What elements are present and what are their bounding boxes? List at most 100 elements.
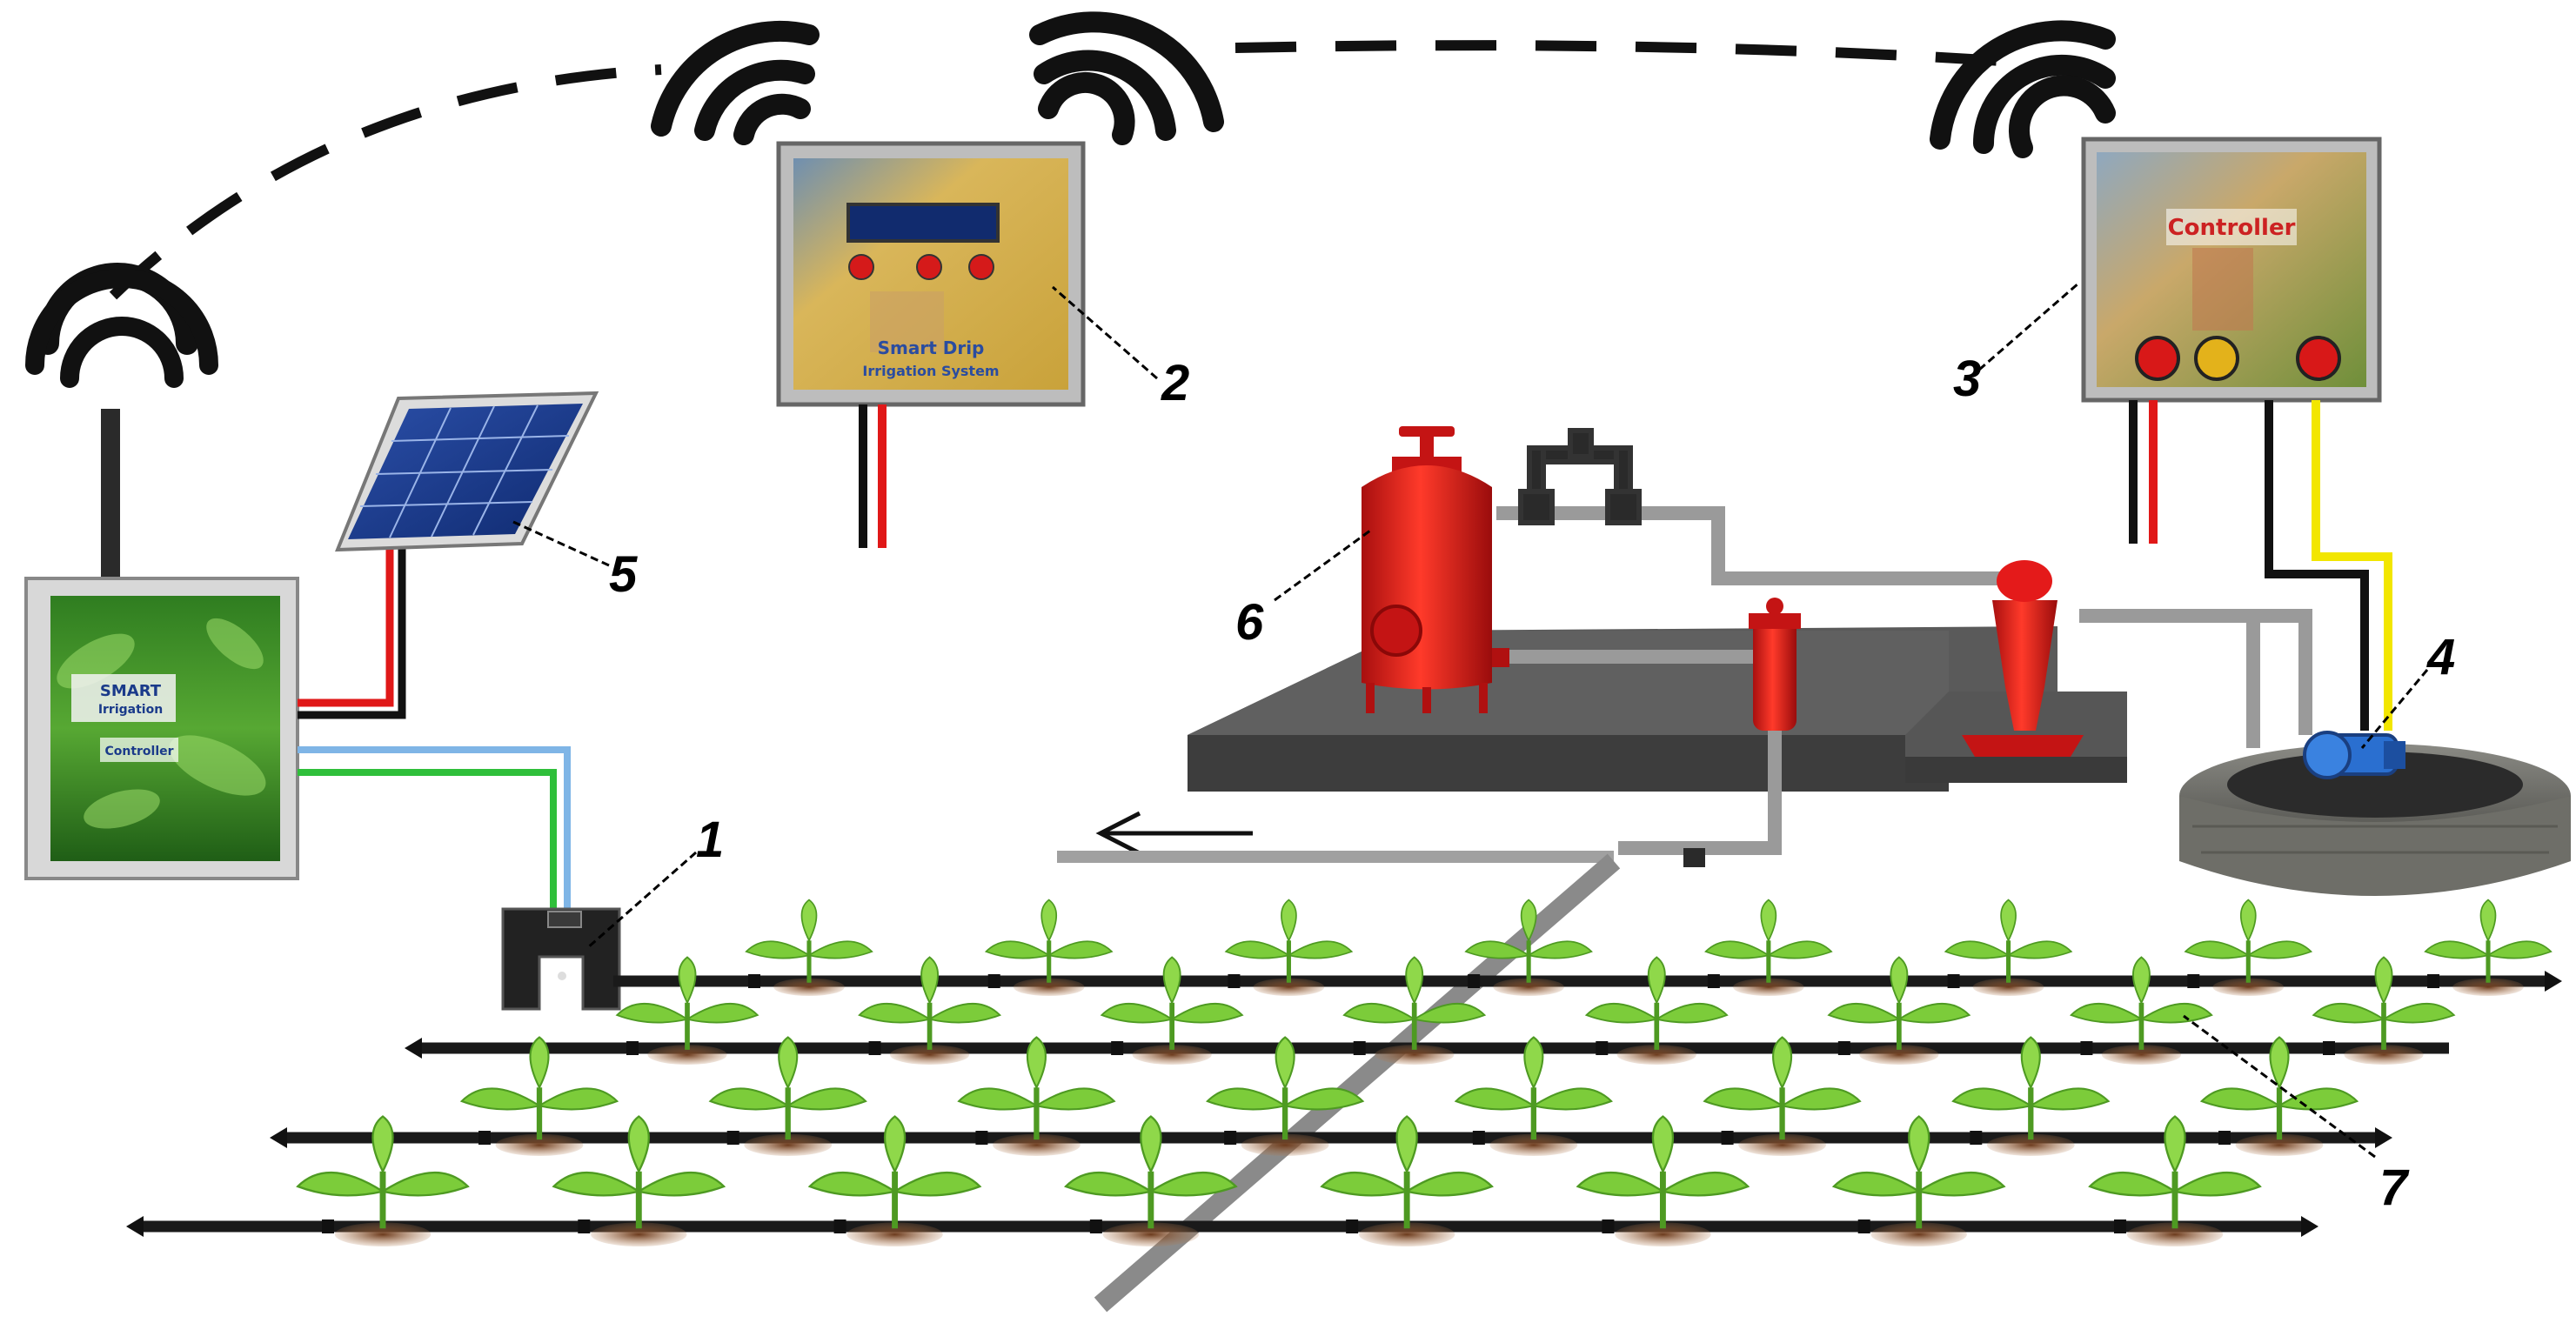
- dripper: [2080, 1041, 2093, 1055]
- dripper: [626, 1041, 639, 1055]
- plant-icon: [984, 899, 1114, 996]
- plant-icon: [1342, 956, 1487, 1065]
- plant-icon: [296, 1115, 470, 1246]
- plant-icon: [1951, 1036, 2111, 1156]
- plant-icon: [615, 956, 759, 1065]
- controller-box-2: Smart Drip Irrigation System: [776, 141, 1086, 548]
- box3-title: Controller: [2168, 215, 2296, 241]
- dripper: [2114, 1219, 2126, 1233]
- plant-icon: [708, 1036, 867, 1156]
- box2-title-line2: Irrigation System: [862, 363, 999, 379]
- wifi-icon: [25, 269, 218, 388]
- dripper: [748, 974, 760, 988]
- dripper: [1346, 1219, 1359, 1233]
- dripper: [1472, 1131, 1485, 1145]
- plant-icon: [2424, 899, 2553, 996]
- dripper: [726, 1131, 739, 1145]
- dripper: [1224, 1131, 1237, 1145]
- dripper: [2187, 974, 2200, 988]
- plant-icon: [1205, 1036, 1365, 1156]
- dripper: [987, 974, 1000, 988]
- dripper: [322, 1219, 334, 1233]
- power-wires: [298, 548, 406, 719]
- plant-icon: [1064, 1115, 1238, 1246]
- plant-icon: [1320, 1115, 1494, 1246]
- plant-icon: [552, 1115, 726, 1246]
- dripper: [1228, 974, 1241, 988]
- wifi-icon: [1930, 20, 2116, 158]
- water-pump: [2303, 731, 2405, 779]
- plant-icon: [1454, 1036, 1614, 1156]
- dripper: [1721, 1131, 1734, 1145]
- plant-icon: [1831, 1115, 2006, 1246]
- plant-icon: [858, 956, 1002, 1065]
- gateway-sub-label: Irrigation: [98, 703, 163, 717]
- gateway-brand-label: SMART: [100, 682, 162, 700]
- dripper: [1837, 1041, 1850, 1055]
- callout-2: 2: [1161, 355, 1189, 411]
- dripper: [868, 1041, 881, 1055]
- wireless-link: [109, 40, 2002, 300]
- pump-controller-box-3: Controller: [2081, 137, 2382, 544]
- dripper: [1596, 1041, 1609, 1055]
- plant-icon: [1576, 1115, 1750, 1246]
- wifi-icon: [1029, 11, 1224, 145]
- plant-icon: [2088, 1115, 2262, 1246]
- plant-icon: [1827, 956, 1971, 1065]
- valve-manifold: [1518, 428, 1642, 525]
- screen-filter: [1749, 598, 1801, 731]
- callout-7: 7: [2379, 1159, 2410, 1216]
- callout-labels: 1 2 3 4 5 6 7: [609, 351, 2455, 1216]
- dripper: [1947, 974, 1960, 988]
- dripper: [1468, 974, 1481, 988]
- callout-6: 6: [1235, 594, 1264, 651]
- solar-panel-icon: [334, 391, 599, 552]
- plant-icon: [1100, 956, 1244, 1065]
- plant-icon: [2199, 1036, 2359, 1156]
- plant-rows: [296, 899, 2553, 1246]
- plant-icon: [957, 1036, 1116, 1156]
- plant-icon: [1464, 899, 1593, 996]
- plant-icon: [745, 899, 873, 996]
- box2-title-line1: Smart Drip: [878, 337, 985, 358]
- plant-icon: [1224, 899, 1354, 996]
- dripper: [2323, 1041, 2335, 1055]
- callout-1: 1: [696, 812, 724, 868]
- gateway-bottom-label: Controller: [104, 745, 173, 758]
- dripper: [1111, 1041, 1124, 1055]
- disc-filter: [1962, 560, 2084, 757]
- plant-icon: [1703, 1036, 1862, 1156]
- dripper: [478, 1131, 491, 1145]
- dripper: [1857, 1219, 1870, 1233]
- plant-icon: [459, 1036, 619, 1156]
- dripper: [2427, 974, 2439, 988]
- antenna-icon: [101, 409, 120, 583]
- callout-leaders: [512, 281, 2429, 1159]
- callout-4: 4: [2426, 629, 2455, 685]
- dripper: [1353, 1041, 1366, 1055]
- plant-icon: [2312, 956, 2456, 1065]
- callout-3: 3: [1953, 351, 1981, 407]
- dripper: [833, 1219, 846, 1233]
- dripper: [2218, 1131, 2231, 1145]
- plant-icon: [1584, 956, 1729, 1065]
- sensor-wires: [298, 746, 571, 909]
- dripper: [1089, 1219, 1102, 1233]
- callout-5: 5: [609, 546, 638, 603]
- dripper: [1970, 1131, 1983, 1145]
- fertilizer-tank: [1362, 426, 1509, 713]
- dripper: [578, 1219, 591, 1233]
- wifi-icon: [651, 21, 820, 145]
- drip-line-arrowheads: [126, 971, 2562, 1237]
- gateway-controller: SMART Irrigation Controller: [24, 409, 299, 880]
- pump-wires: [2265, 400, 2392, 731]
- plant-icon: [1944, 899, 2073, 996]
- water-well: [2179, 744, 2571, 896]
- dripper: [1602, 1219, 1615, 1233]
- plant-icon: [1704, 899, 1833, 996]
- soil-moisture-sensor: [501, 907, 621, 1011]
- dripper: [975, 1131, 988, 1145]
- plant-icon: [2069, 956, 2213, 1065]
- dripper: [1707, 974, 1720, 988]
- arrow-left-icon: [1095, 811, 1253, 856]
